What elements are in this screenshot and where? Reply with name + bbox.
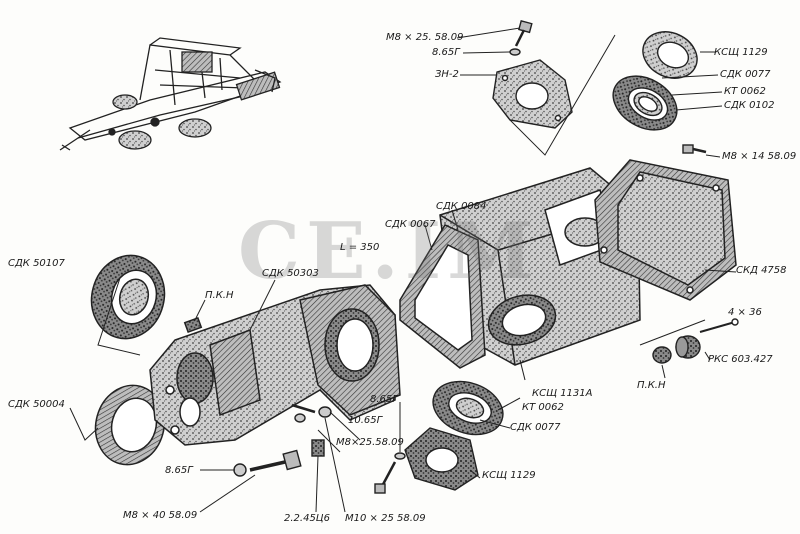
callout-rks603427: РКС 603.427 <box>708 354 773 365</box>
callout-m8x14: M8 × 14 58.09 <box>722 151 797 162</box>
callout-washer-1065: 10.65Г <box>348 415 383 426</box>
side-cover <box>594 159 737 301</box>
callout-skd4758: СКД 4758 <box>736 265 787 276</box>
watermark: CE.IM <box>238 206 540 297</box>
callout-ksch1131a: КСЩ 1131А <box>532 388 593 399</box>
callout-kt0062-top: КТ 0062 <box>724 86 766 97</box>
left-cast-housing <box>149 284 401 446</box>
callout-pkn-right: П.К.Н <box>637 380 666 391</box>
callout-washer-865-bot: 8.65Г <box>165 465 193 476</box>
callout-pkn-left: П.К.Н <box>205 290 234 301</box>
right-small-parts <box>652 318 739 364</box>
callout-m10x25: M10 × 25 58.09 <box>345 513 426 524</box>
callout-ksch1129-bot: КСЩ 1129 <box>482 470 536 481</box>
top-flange-group <box>492 19 707 154</box>
callout-2245c6: 2.2.45Ц6 <box>284 513 330 524</box>
callout-zn2: ЗН-2 <box>435 69 459 80</box>
callout-sdk0077-top: СДК 0077 <box>720 69 771 80</box>
callout-sdk50004: СДК 50004 <box>8 399 65 410</box>
callout-4x36: 4 × 36 <box>728 307 762 318</box>
callout-sdk0077-mid: СДК 0077 <box>510 422 561 433</box>
callout-m8x40: M8 × 40 58.09 <box>123 510 198 521</box>
callout-length-350: L = 350 <box>340 242 380 253</box>
callout-sdk0084: СДК 0084 <box>436 201 487 212</box>
callout-sdk50107: СДК 50107 <box>8 258 65 269</box>
left-seals <box>90 254 203 466</box>
vehicle-chassis-thumbnail <box>59 37 282 151</box>
callout-m8x25-mid: M8×25.58.09 <box>336 437 404 448</box>
callout-m8x25-top: M8 × 25. 58.09 <box>386 32 464 43</box>
callout-washer-865-top: 8.65Г <box>432 47 460 58</box>
leader-lines <box>69 27 737 513</box>
callout-kt0062-mid: КТ 0062 <box>522 402 564 413</box>
callout-sdk0067: СДК 0067 <box>385 219 436 230</box>
callout-washer-865-mid: 8.65Г <box>370 394 398 405</box>
callout-sdk50303: СДК 50303 <box>262 268 319 279</box>
main-housing <box>399 167 641 369</box>
callout-sdk0102: СДК 0102 <box>724 100 775 111</box>
callout-ksch1129-top: КСЩ 1129 <box>714 47 768 58</box>
